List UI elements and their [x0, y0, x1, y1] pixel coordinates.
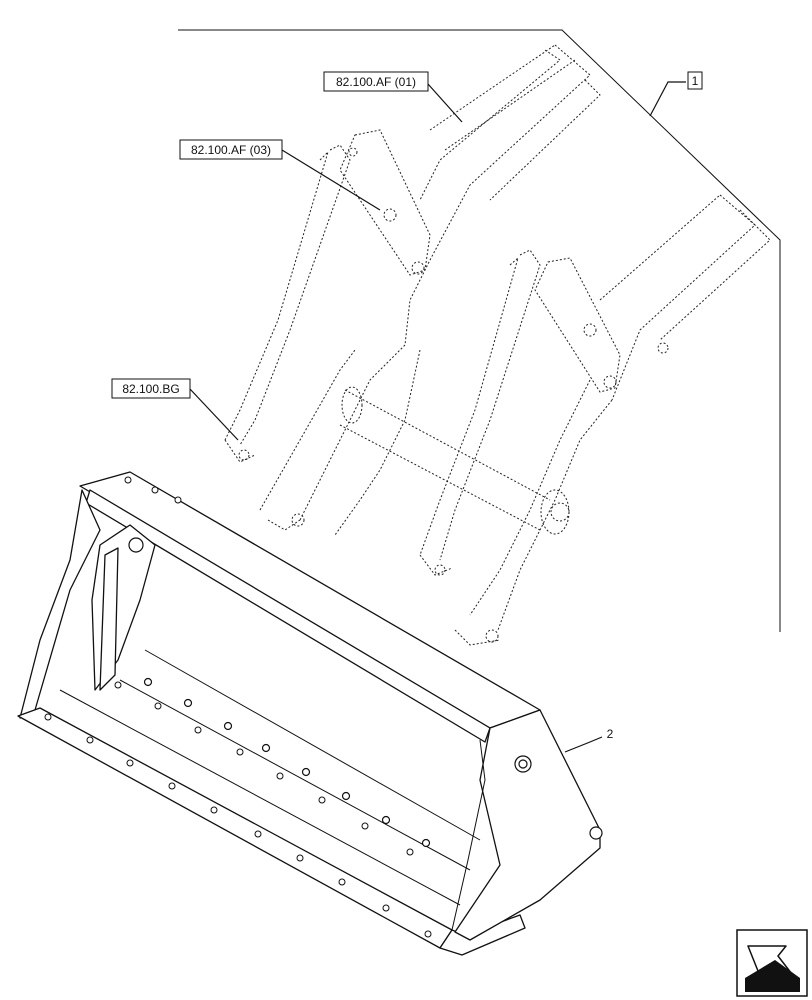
loader-arm-phantom	[259, 44, 771, 646]
linkage-right	[419, 249, 669, 643]
callout-bg-text: 82.100.BG	[122, 382, 179, 396]
leader-af03	[281, 149, 381, 211]
bucket-bolts	[44, 476, 432, 938]
item-2-number: 2	[607, 727, 614, 741]
next-page-arrow-icon[interactable]	[736, 929, 808, 997]
item-1-number: 1	[692, 74, 699, 88]
assembly-boundary-line	[178, 29, 781, 632]
callout-af03[interactable]: 82.100.AF (03)	[179, 139, 283, 160]
linkage-left	[224, 129, 431, 527]
callout-item-1: 1	[687, 71, 703, 90]
callout-af01-text: 82.100.AF (01)	[336, 75, 416, 89]
bucket	[17, 471, 603, 956]
leader-bg	[189, 388, 239, 441]
callout-af01[interactable]: 82.100.AF (01)	[323, 71, 429, 92]
callout-af03-text: 82.100.AF (03)	[191, 143, 271, 157]
callout-bg[interactable]: 82.100.BG	[111, 378, 191, 399]
leader-item2	[564, 736, 603, 753]
callout-item-2: 2	[607, 727, 614, 741]
leader-af01	[427, 83, 463, 123]
leader-item1	[649, 81, 686, 117]
